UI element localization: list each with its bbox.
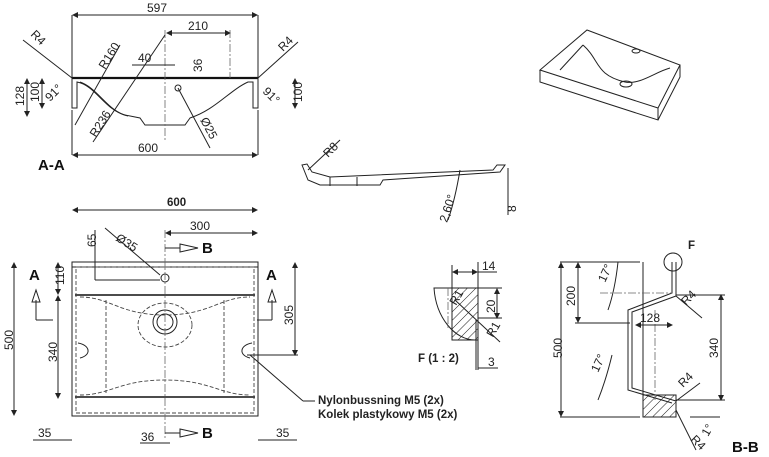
section-marker-a-left: A (29, 267, 40, 284)
side-profile: R8 2,60° 8 (301, 139, 519, 224)
dim-17-bottom: 17° (588, 352, 608, 375)
dim-40: 40 (138, 51, 152, 65)
dim-597: 597 (147, 1, 167, 15)
detail-f-title: F (1 : 2) (418, 353, 459, 365)
dim-100-left: 100 (28, 82, 42, 102)
dim-35-right: 35 (276, 426, 290, 440)
section-bb: F 17° 200 R4 128 500 340 17° R4 1° R4 B-… (551, 240, 759, 456)
detail-f: 14 20 R1 R1 F (1 : 2) 3 (418, 259, 503, 370)
dim-r236: R236 (87, 108, 114, 140)
dim-8: 8 (505, 205, 519, 212)
dim-2-60-deg: 2,60° (437, 193, 459, 224)
detail-f-callout: F (688, 240, 695, 252)
dim-300: 300 (190, 219, 210, 233)
dim-14: 14 (482, 259, 496, 273)
dim-128: 128 (640, 311, 660, 325)
dim-340: 340 (707, 338, 721, 358)
dim-128: 128 (13, 86, 27, 106)
dim-340: 340 (46, 342, 60, 362)
dim-600-bottom: 600 (138, 141, 158, 155)
section-aa-title: A-A (38, 157, 65, 174)
dim-r4-middle: R4 (675, 369, 696, 390)
fastener-note: Nylonbussning M5 (2x) Kolek plastykowy M… (303, 395, 457, 421)
dim-210: 210 (188, 19, 208, 33)
dim-r1-inner: R1 (446, 287, 466, 308)
section-bb-title: B-B (732, 439, 759, 456)
dim-91-right: 91° (260, 84, 283, 107)
dim-65: 65 (85, 233, 99, 247)
dim-r160: R160 (96, 40, 123, 72)
section-marker-b-bottom: B (202, 425, 213, 442)
dim-r4-right: R4 (275, 33, 296, 54)
isometric-view (538, 29, 681, 121)
dim-36: 36 (191, 58, 205, 72)
note-line-1: Nylonbussning M5 (2x) (318, 395, 444, 407)
dim-200: 200 (564, 286, 578, 306)
dim-r4-top: R4 (678, 287, 699, 308)
dim-600-top: 600 (167, 197, 186, 209)
dim-17-top: 17° (595, 262, 615, 285)
front-view: 600 300 65 Ø35 B A A 110 305 500 340 35 … (2, 197, 304, 444)
dim-500: 500 (551, 338, 565, 358)
dim-dia35: Ø35 (113, 231, 140, 255)
dim-100-right: 100 (291, 82, 305, 102)
dim-20: 20 (484, 299, 498, 313)
dim-110: 110 (53, 266, 67, 285)
dim-35-left: 35 (38, 426, 52, 440)
section-marker-b-top: B (202, 240, 213, 257)
dim-r1-outer: R1 (483, 319, 503, 340)
note-line-2: Kolek plastykowy M5 (2x) (318, 409, 457, 421)
dim-r4-left: R4 (28, 27, 49, 48)
dim-36: 36 (141, 430, 155, 444)
dim-91-left: 91° (42, 81, 65, 104)
dim-dia25: Ø25 (197, 115, 220, 142)
section-aa: 597 210 40 36 R4 R4 R160 R236 Ø25 128 10… (13, 1, 305, 174)
dim-305: 305 (282, 305, 296, 325)
section-marker-a-right: A (266, 267, 277, 284)
dim-3: 3 (488, 355, 495, 369)
dim-500: 500 (2, 330, 16, 350)
